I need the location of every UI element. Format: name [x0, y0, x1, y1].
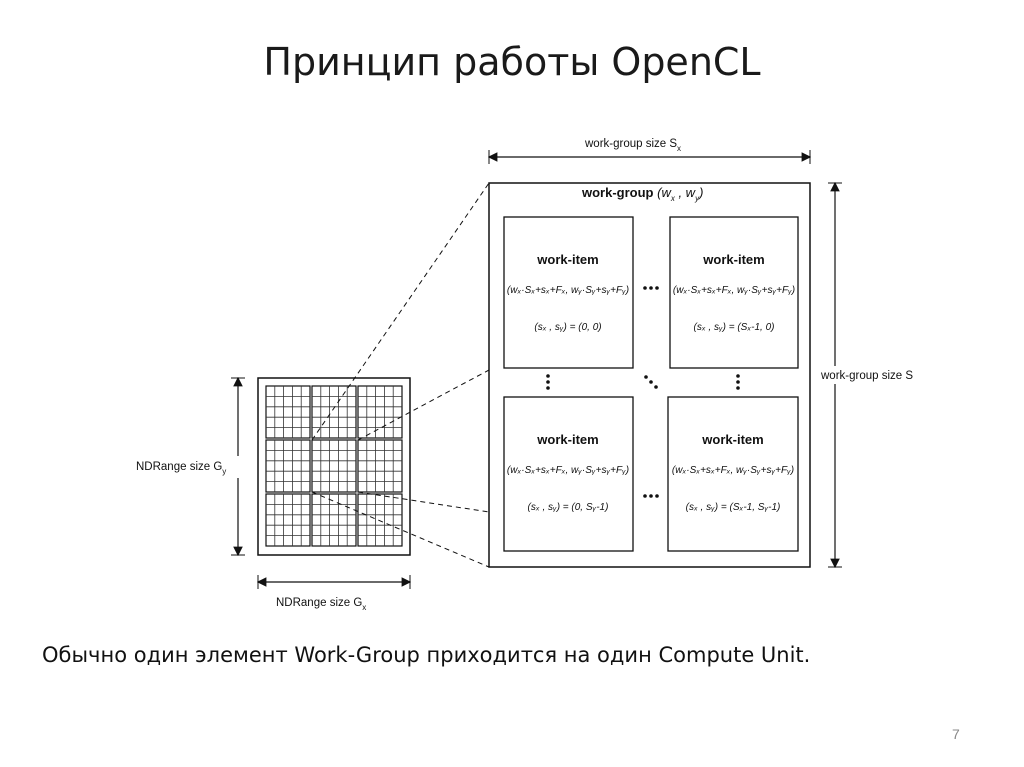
svg-text:(wₓ·Sₓ+sₓ+Fₓ, wᵧ·Sᵧ+sᵧ+Fᵧ): (wₓ·Sₓ+sₓ+Fₓ, wᵧ·Sᵧ+sᵧ+Fᵧ)	[672, 465, 794, 476]
svg-text:work-item: work-item	[702, 252, 764, 267]
projection-lines	[311, 182, 490, 568]
slide-title: Принцип работы OpenCL	[263, 40, 761, 84]
ndrange-y-label: NDRange size Gy	[136, 461, 226, 476]
ndrange-block	[357, 439, 403, 493]
svg-text:(wₓ·Sₓ+sₓ+Fₓ, wᵧ·Sᵧ+sᵧ+Fᵧ): (wₓ·Sₓ+sₓ+Fₓ, wᵧ·Sᵧ+sᵧ+Fᵧ)	[507, 285, 629, 296]
work-group-title: work-group (wx , wy)	[581, 185, 703, 203]
wg-size-y-label: work-group size S	[820, 370, 913, 382]
ndrange-block	[265, 439, 311, 493]
ndrange-block	[265, 385, 311, 439]
svg-text:(sₓ , sᵧ) = (Sₓ-1, Sᵧ-1): (sₓ , sᵧ) = (Sₓ-1, Sᵧ-1)	[686, 502, 781, 513]
work-item-top-right: work-item (wₓ·Sₓ+sₓ+Fₓ, wᵧ·Sᵧ+sᵧ+Fᵧ) (sₓ…	[669, 216, 799, 369]
ndrange-block	[265, 493, 311, 547]
svg-text:(sₓ , sᵧ) = (Sₓ-1, 0): (sₓ , sᵧ) = (Sₓ-1, 0)	[693, 322, 774, 333]
wg-size-x-label: work-group size Sx	[584, 138, 681, 153]
ndrange-x-label: NDRange size Gx	[276, 597, 366, 612]
ellipsis-dots	[546, 286, 740, 498]
ndrange-grid-cells	[265, 385, 403, 547]
svg-text:work-item: work-item	[536, 432, 598, 447]
svg-text:work-item: work-item	[701, 432, 763, 447]
page-number: 7	[952, 726, 960, 742]
slide-caption: Обычно один элемент Work-Group приходитс…	[42, 643, 811, 667]
work-item-top-left: work-item (wₓ·Sₓ+sₓ+Fₓ, wᵧ·Sᵧ+sᵧ+Fᵧ) (sₓ…	[503, 216, 634, 369]
work-item-bottom-right: work-item (wₓ·Sₓ+sₓ+Fₓ, wᵧ·Sᵧ+sᵧ+Fᵧ) (sₓ…	[667, 396, 799, 552]
ndrange-block	[311, 493, 357, 547]
ndrange-block	[357, 385, 403, 439]
ndrange-block	[311, 439, 357, 493]
ndrange-block	[357, 493, 403, 547]
work-item-bottom-left: work-item (wₓ·Sₓ+sₓ+Fₓ, wᵧ·Sᵧ+sᵧ+Fᵧ) (sₓ…	[503, 396, 634, 552]
svg-text:(wₓ·Sₓ+sₓ+Fₓ, wᵧ·Sᵧ+sᵧ+Fᵧ): (wₓ·Sₓ+sₓ+Fₓ, wᵧ·Sᵧ+sᵧ+Fᵧ)	[507, 465, 629, 476]
svg-text:work-item: work-item	[536, 252, 598, 267]
svg-text:(sₓ , sᵧ) = (0, 0): (sₓ , sᵧ) = (0, 0)	[534, 322, 601, 333]
svg-text:(wₓ·Sₓ+sₓ+Fₓ, wᵧ·Sᵧ+sᵧ+Fᵧ): (wₓ·Sₓ+sₓ+Fₓ, wᵧ·Sᵧ+sᵧ+Fᵧ)	[673, 285, 795, 296]
svg-text:(sₓ , sᵧ) = (0, Sᵧ-1): (sₓ , sᵧ) = (0, Sᵧ-1)	[528, 502, 609, 513]
